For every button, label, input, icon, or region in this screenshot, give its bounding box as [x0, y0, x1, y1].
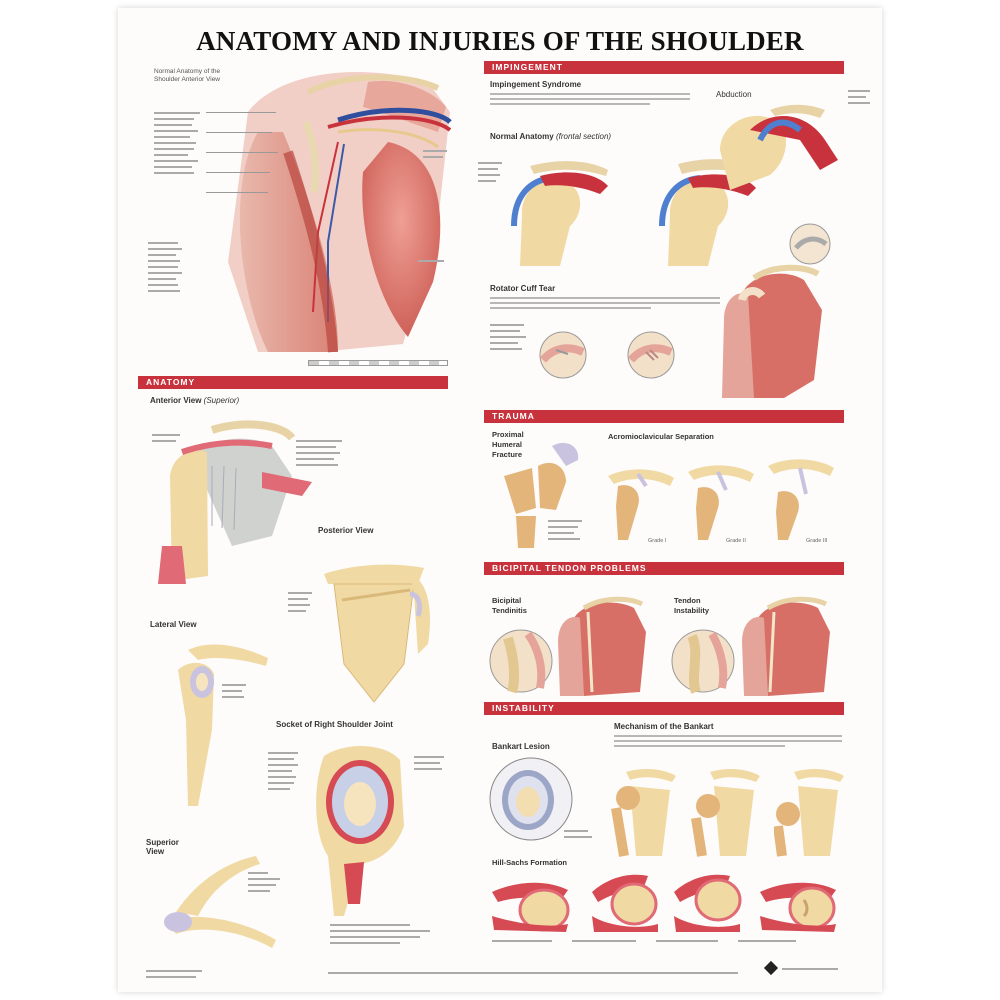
bicipital-magnified-2 [671, 629, 735, 694]
anatomy-poster: ANATOMY AND INJURIES OF THE SHOULDER Nor… [118, 8, 882, 992]
humeral-fracture-illustration [504, 442, 579, 548]
hill-sachs-heading: Hill-Sachs Formation [492, 858, 568, 867]
bankart-labels [564, 826, 594, 842]
copyright-line [328, 968, 748, 978]
rotator-cuff-tear-magnified-2 [627, 331, 675, 379]
grade-3-label: Grade III [806, 538, 828, 544]
hero-label-list [154, 108, 204, 178]
ac-separation-grade-2 [688, 465, 754, 540]
mechanism-heading: Mechanism of the Bankart [614, 722, 714, 731]
trauma-labels [548, 516, 588, 544]
bicipital-magnified-1 [489, 629, 553, 694]
section-band-trauma: TRAUMA [484, 410, 844, 423]
impingement-labels-left [478, 158, 506, 186]
bankart-lesion-heading: Bankart Lesion [492, 742, 550, 751]
hero-right-labels [423, 146, 453, 162]
impingement-paragraph [490, 90, 690, 108]
superior-view-labels [248, 868, 284, 896]
superior-view-heading: Superior View [146, 838, 179, 856]
abduction-illustration [720, 104, 838, 190]
normal-anatomy-heading: Normal Anatomy (frontal section) [490, 132, 612, 141]
lateral-view-heading: Lateral View [150, 620, 197, 629]
posterior-view-heading: Posterior View [318, 526, 374, 535]
abduction-labels [848, 86, 874, 108]
rotator-cuff-tear-heading: Rotator Cuff Tear [490, 284, 556, 293]
bicipital-tendinitis-heading: Bicipital Tendinitis [492, 596, 527, 615]
rotator-cuff-paragraph [490, 294, 720, 312]
rotator-cuff-labels [490, 320, 530, 354]
hill-sachs-step-2 [592, 874, 658, 932]
ac-separation-grade-1 [608, 469, 674, 540]
section-band-bicipital: BICIPITAL TENDON PROBLEMS [484, 562, 844, 575]
hero-right-labels-2 [418, 256, 448, 266]
mechanism-paragraph [614, 732, 842, 750]
socket-heading: Socket of Right Shoulder Joint [276, 720, 393, 729]
anterior-view-labels-left [152, 430, 184, 446]
impingement-frontal-illustration-1 [511, 161, 608, 266]
posterior-view-illustration [324, 564, 430, 703]
anterior-view-labels-right [296, 436, 346, 470]
mechanism-step-2 [691, 769, 760, 857]
grade-2-label: Grade II [726, 538, 746, 544]
mechanism-step-1 [611, 769, 676, 857]
bankart-lesion-illustration [489, 757, 573, 841]
lateral-view-illustration [178, 644, 268, 806]
rotator-cuff-tear-magnified-1 [539, 331, 587, 379]
abduction-heading: Abduction [716, 90, 752, 99]
poster-title: ANATOMY AND INJURIES OF THE SHOULDER [196, 26, 804, 56]
lateral-view-labels [222, 680, 250, 702]
shoulder-muscle-illustration [228, 72, 452, 353]
hero-caption: Normal Anatomy of the Shoulder Anterior … [154, 68, 221, 83]
hill-sachs-step-1 [492, 882, 570, 932]
section-band-anatomy: ANATOMY [138, 376, 448, 389]
socket-labels-right [414, 752, 448, 774]
superior-view-illustration [164, 856, 276, 948]
grade-1-label: Grade I [648, 538, 667, 544]
mechanism-step-3 [774, 769, 844, 857]
publisher-credit [146, 966, 206, 982]
tendon-instability-heading: Tendon Instability [674, 596, 710, 615]
bicipital-arm-1 [558, 596, 646, 696]
posterior-view-labels [288, 588, 316, 616]
ac-separation-heading: Acromioclavicular Separation [608, 432, 714, 441]
socket-illustration [316, 745, 404, 916]
rotator-cuff-arm-illustration [722, 264, 822, 398]
anterior-view-heading: Anterior View (Superior) [150, 396, 240, 405]
bicipital-arm-2 [742, 596, 830, 696]
hero-key-list [148, 238, 188, 296]
impingement-syndrome-heading: Impingement Syndrome [490, 80, 582, 89]
publisher-logo-icon [763, 960, 779, 976]
anterior-view-illustration [158, 420, 312, 584]
hill-sachs-step-4 [760, 882, 836, 932]
impingement-inset-circle [789, 223, 831, 265]
socket-labels-left [268, 748, 302, 794]
publisher-logo-text [782, 964, 842, 974]
proximal-humeral-fracture-heading: Proximal Humeral Fracture [492, 430, 524, 459]
hill-sachs-captions [492, 936, 842, 946]
hill-sachs-step-3 [674, 874, 742, 932]
hero-scale-bar [308, 360, 448, 366]
ac-separation-grade-3 [768, 459, 834, 540]
section-band-instability: INSTABILITY [484, 702, 844, 715]
section-band-impingement: IMPINGEMENT [484, 61, 844, 74]
socket-key [330, 920, 440, 948]
